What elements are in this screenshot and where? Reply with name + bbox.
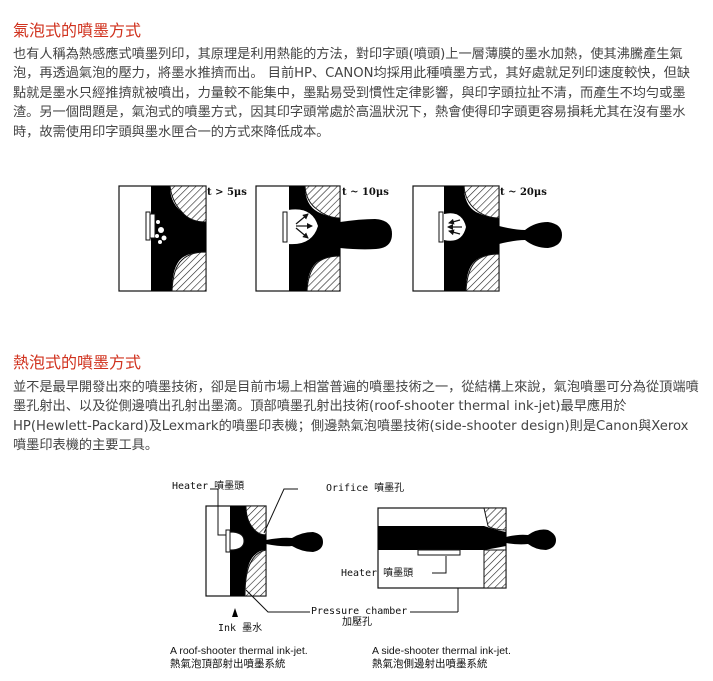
stage-panel-3: t ~ 20μs [412,185,562,292]
label-heater-top: Heater 噴墨頭 [172,480,244,492]
label-heater-mid: Heater 噴墨頭 [341,567,413,579]
label-orifice: Orifice 噴墨孔 [326,482,404,494]
caption-roof-en: A roof-shooter thermal ink-jet. [170,645,308,657]
time-label-2: t ~ 10μs [342,187,389,198]
paragraph-bubble: 也有人稱為熱感應式噴墨列印，其原理是利用熱能的方法，對印字頭(噴頭)上一層薄膜的… [13,47,691,140]
caption-roof-zh: 熱氣泡頂部射出噴墨系統 [170,657,286,670]
caption-side-zh: 熱氣泡側邊射出噴墨系統 [372,657,488,670]
stage-panel-1: t > 5μs [118,185,247,292]
time-label-1: t > 5μs [207,187,247,198]
side-shooter-diagram [377,507,556,589]
label-ink: Ink 墨水 [218,622,262,634]
label-pressure-en: Pressure chamber [311,606,407,617]
section-title-thermal: 熱泡式的噴墨方式 [13,353,142,372]
roof-shooter-diagram [205,505,323,617]
caption-side-en: A side-shooter thermal ink-jet. [372,645,511,657]
label-pressure-zh: 加壓孔 [342,616,372,628]
time-label-3: t ~ 20μs [500,187,547,198]
stage-panel-2: t ~ 10μs [255,185,392,292]
section-title-bubble: 氣泡式的噴墨方式 [13,21,142,40]
paragraph-thermal: 並不是最早開發出來的噴墨技術，卻是目前市場上相當普遍的噴墨技術之一，從結構上來說… [13,380,699,454]
